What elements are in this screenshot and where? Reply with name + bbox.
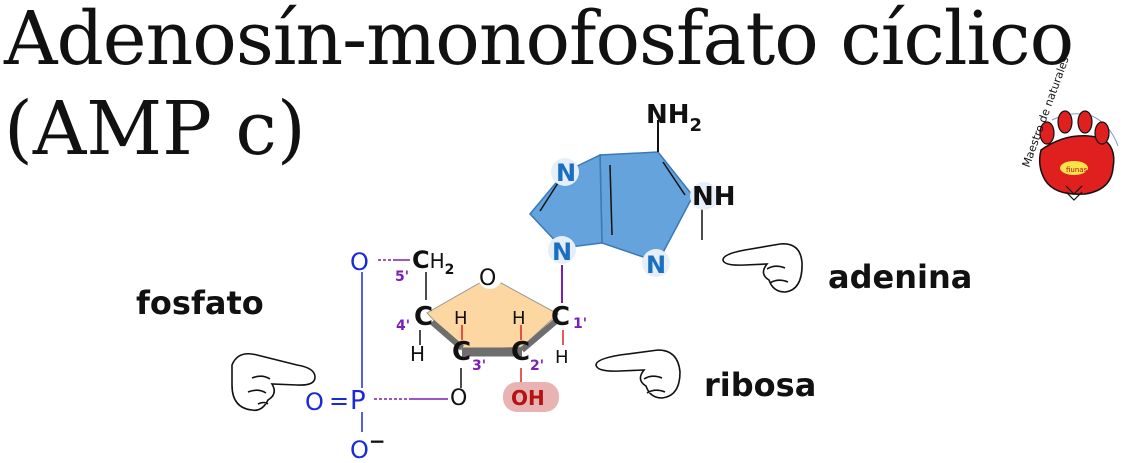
- c5-atom: CH2: [412, 246, 454, 278]
- label-adenina: adenina: [828, 258, 973, 296]
- h-c2: H: [512, 308, 526, 329]
- pointing-hand-icon: [595, 349, 681, 399]
- pointing-hand-icon: [231, 352, 316, 412]
- phosphate-group: [361, 259, 448, 432]
- title-line-2: (AMP c): [4, 86, 306, 172]
- c4-atom: C: [414, 302, 433, 332]
- adenine-base: [528, 120, 718, 277]
- o-minus-atom: O−: [350, 429, 386, 463]
- nh-atom: NH: [692, 182, 736, 212]
- maestro-de-naturales-logo: [1038, 110, 1119, 201]
- p-atom: P: [350, 386, 366, 416]
- n7-atom: N: [556, 159, 576, 187]
- pos-5: 5': [395, 269, 409, 285]
- pos-1: 1': [573, 316, 587, 332]
- o3-atom: O: [450, 386, 467, 411]
- nh2-group: NH2: [646, 100, 702, 136]
- double-bond: =: [329, 387, 349, 415]
- title-line-1: Adenosín-monofosfato cíclico: [4, 0, 1074, 82]
- pos-4: 4': [396, 318, 410, 334]
- h-c1: H: [555, 347, 569, 368]
- ring-oxygen: O: [479, 266, 496, 291]
- c2-atom: C: [511, 337, 530, 367]
- oh-highlight: [503, 382, 559, 412]
- n9-atom: N: [552, 238, 572, 266]
- label-fosfato: fosfato: [136, 284, 264, 322]
- o-double-atom: O: [305, 388, 324, 416]
- o5-atom: O: [350, 248, 369, 276]
- label-ribosa: ribosa: [704, 366, 817, 404]
- logo-badge: fiunas: [1066, 166, 1088, 174]
- pointing-hand-icon: [722, 243, 803, 293]
- h-c3: H: [454, 308, 468, 329]
- c1-atom: C: [551, 302, 570, 332]
- pos-3: 3': [472, 358, 486, 374]
- n3-atom: N: [646, 251, 666, 279]
- pos-2: 2': [530, 358, 544, 374]
- oh-group: OH: [511, 386, 545, 410]
- h-c4: H: [410, 342, 425, 366]
- c3-atom: C: [452, 337, 471, 367]
